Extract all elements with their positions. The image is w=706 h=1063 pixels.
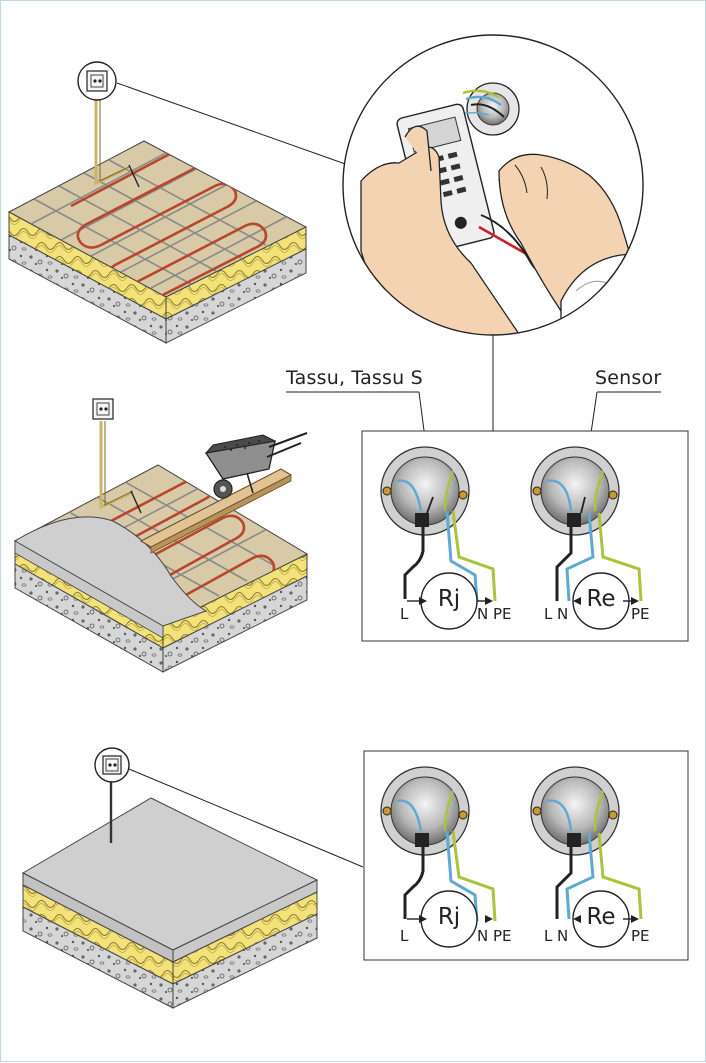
- zoom-detail-measurement: [342, 34, 644, 431]
- terminal-label: PE: [631, 927, 650, 945]
- wall-socket-icon: [92, 398, 114, 420]
- terminal-label: N: [477, 927, 489, 945]
- wheelbarrow-icon: [204, 432, 308, 499]
- callout-sensor: Sensor: [595, 367, 662, 389]
- terminal-label: PE: [631, 605, 650, 623]
- floor-slab-cable-layout: [7, 93, 308, 344]
- wiring-panel-1: [361, 430, 689, 642]
- coil-label-left: Rj: [437, 904, 461, 930]
- coil-label-left: Rj: [437, 586, 461, 612]
- terminal-label: L: [400, 605, 409, 623]
- terminal-label: L: [544, 927, 553, 945]
- terminal-label: N: [557, 605, 569, 623]
- floor-slab-screed-pour: [13, 421, 309, 673]
- terminal-label: L: [400, 927, 409, 945]
- junction-box-right: [530, 446, 620, 536]
- wiring-panel-2: [363, 750, 689, 961]
- coil-label-right: Re: [586, 586, 616, 612]
- terminal-label: PE: [493, 605, 512, 623]
- junction-box-right: [530, 766, 620, 856]
- wall-socket-icon: [77, 61, 117, 101]
- terminal-label: N: [557, 927, 569, 945]
- floor-slab-finished: [21, 779, 319, 1009]
- wall-socket-icon: [94, 747, 130, 783]
- terminal-label: L: [544, 605, 553, 623]
- terminal-label: N: [477, 605, 489, 623]
- callout-tassu: Tassu, Tassu S: [286, 367, 423, 389]
- terminal-label: PE: [493, 927, 512, 945]
- coil-label-right: Re: [586, 904, 616, 930]
